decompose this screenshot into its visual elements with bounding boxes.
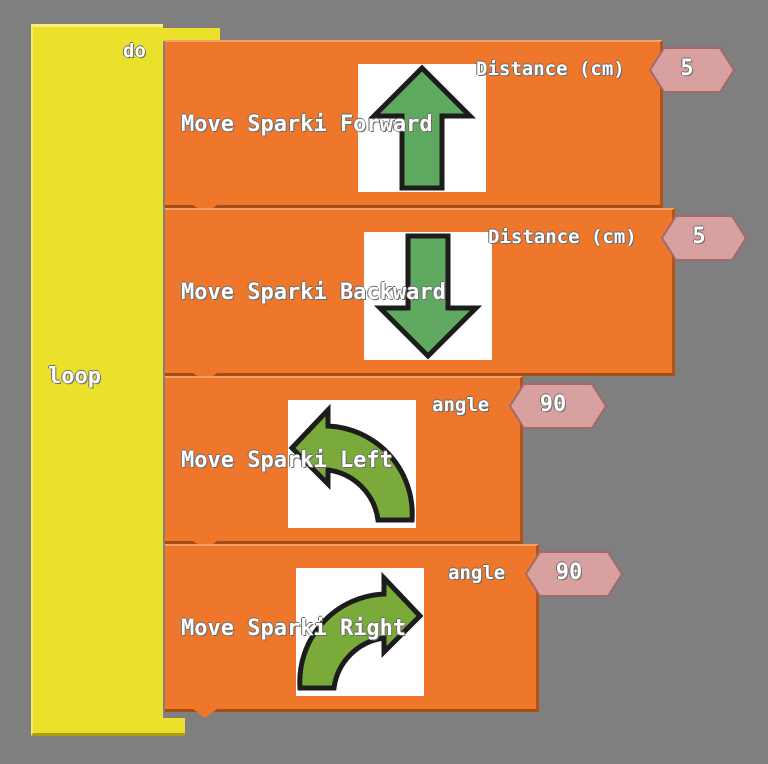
arrow-down-icon: [364, 232, 492, 360]
move-forward-label: Move Sparki Forward: [181, 112, 433, 137]
loop-top-tab: [163, 28, 220, 41]
turn-right-icon: [296, 568, 424, 696]
arrow-up-icon: [358, 64, 486, 192]
distance-value-input[interactable]: 5: [660, 214, 748, 262]
distance-param-label: Distance (cm): [476, 58, 625, 80]
distance-value-input[interactable]: 5: [648, 46, 736, 94]
distance-param-label: Distance (cm): [488, 226, 637, 248]
loop-label: loop: [48, 364, 101, 389]
angle-value-input[interactable]: 90: [508, 382, 608, 430]
move-left-label: Move Sparki Left: [181, 448, 393, 473]
distance-value: 5: [692, 224, 706, 249]
move-backward-label: Move Sparki Backward: [181, 280, 446, 305]
angle-param-label: angle: [432, 394, 490, 416]
angle-value: 90: [539, 392, 567, 417]
move-right-label: Move Sparki Right: [181, 616, 407, 641]
angle-value-input[interactable]: 90: [524, 550, 624, 598]
block-connector-notch: [193, 709, 217, 718]
turn-left-icon: [288, 400, 416, 528]
loop-block[interactable]: [31, 24, 163, 736]
loop-bottom-tab: [163, 718, 185, 736]
distance-value: 5: [680, 56, 694, 81]
loop-do-label: do: [123, 40, 146, 62]
angle-value: 90: [555, 560, 583, 585]
angle-param-label: angle: [448, 562, 506, 584]
